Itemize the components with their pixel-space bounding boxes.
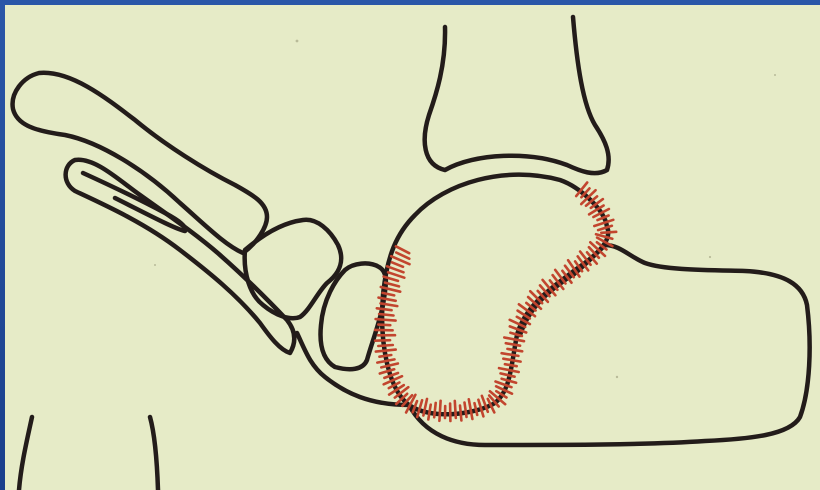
tibia-outline [425,17,609,173]
highlight-hatch-mark [392,262,403,267]
highlight-hatch-mark [388,272,404,277]
paper-specks [154,40,776,379]
highlight-hatch-mark [378,325,390,326]
talus-outline [382,175,608,415]
highlight-hatch-mark [504,338,524,342]
highlight-hatch-mark [376,319,396,321]
highlight-hatch-mark [428,405,430,420]
highlight-hatch-mark [376,350,396,352]
highlight-hatch-mark [439,401,440,421]
foot-bones-diagram [5,5,820,490]
toe-bone-outline-right [150,417,158,490]
highlight-hatch-mark [503,359,520,362]
highlight-hatch-mark [469,399,473,419]
highlight-hatch-mark [501,373,515,376]
highlight-hatch-mark [505,364,517,366]
highlight-hatch-mark [507,349,522,351]
highlight-hatch-mark [377,308,392,310]
highlight-hatch-mark [378,345,393,346]
metatarsal-2-outline [66,160,295,353]
highlight-hatch-mark [460,406,461,421]
highlight-hatch-mark [455,401,456,418]
highlight-hatch-mark [434,403,436,417]
highlight-hatch-mark [377,359,394,362]
highlight-hatch-mark [379,355,391,357]
highlight-hatch-mark [379,314,393,316]
highlight-hatch-mark [601,232,616,233]
calcaneus-outline [409,245,810,445]
highlight-hatch-mark [506,343,520,346]
highlight-hatch-mark [375,340,390,341]
toe-bone-outline-left [19,417,32,490]
drawing-paper [5,5,820,490]
